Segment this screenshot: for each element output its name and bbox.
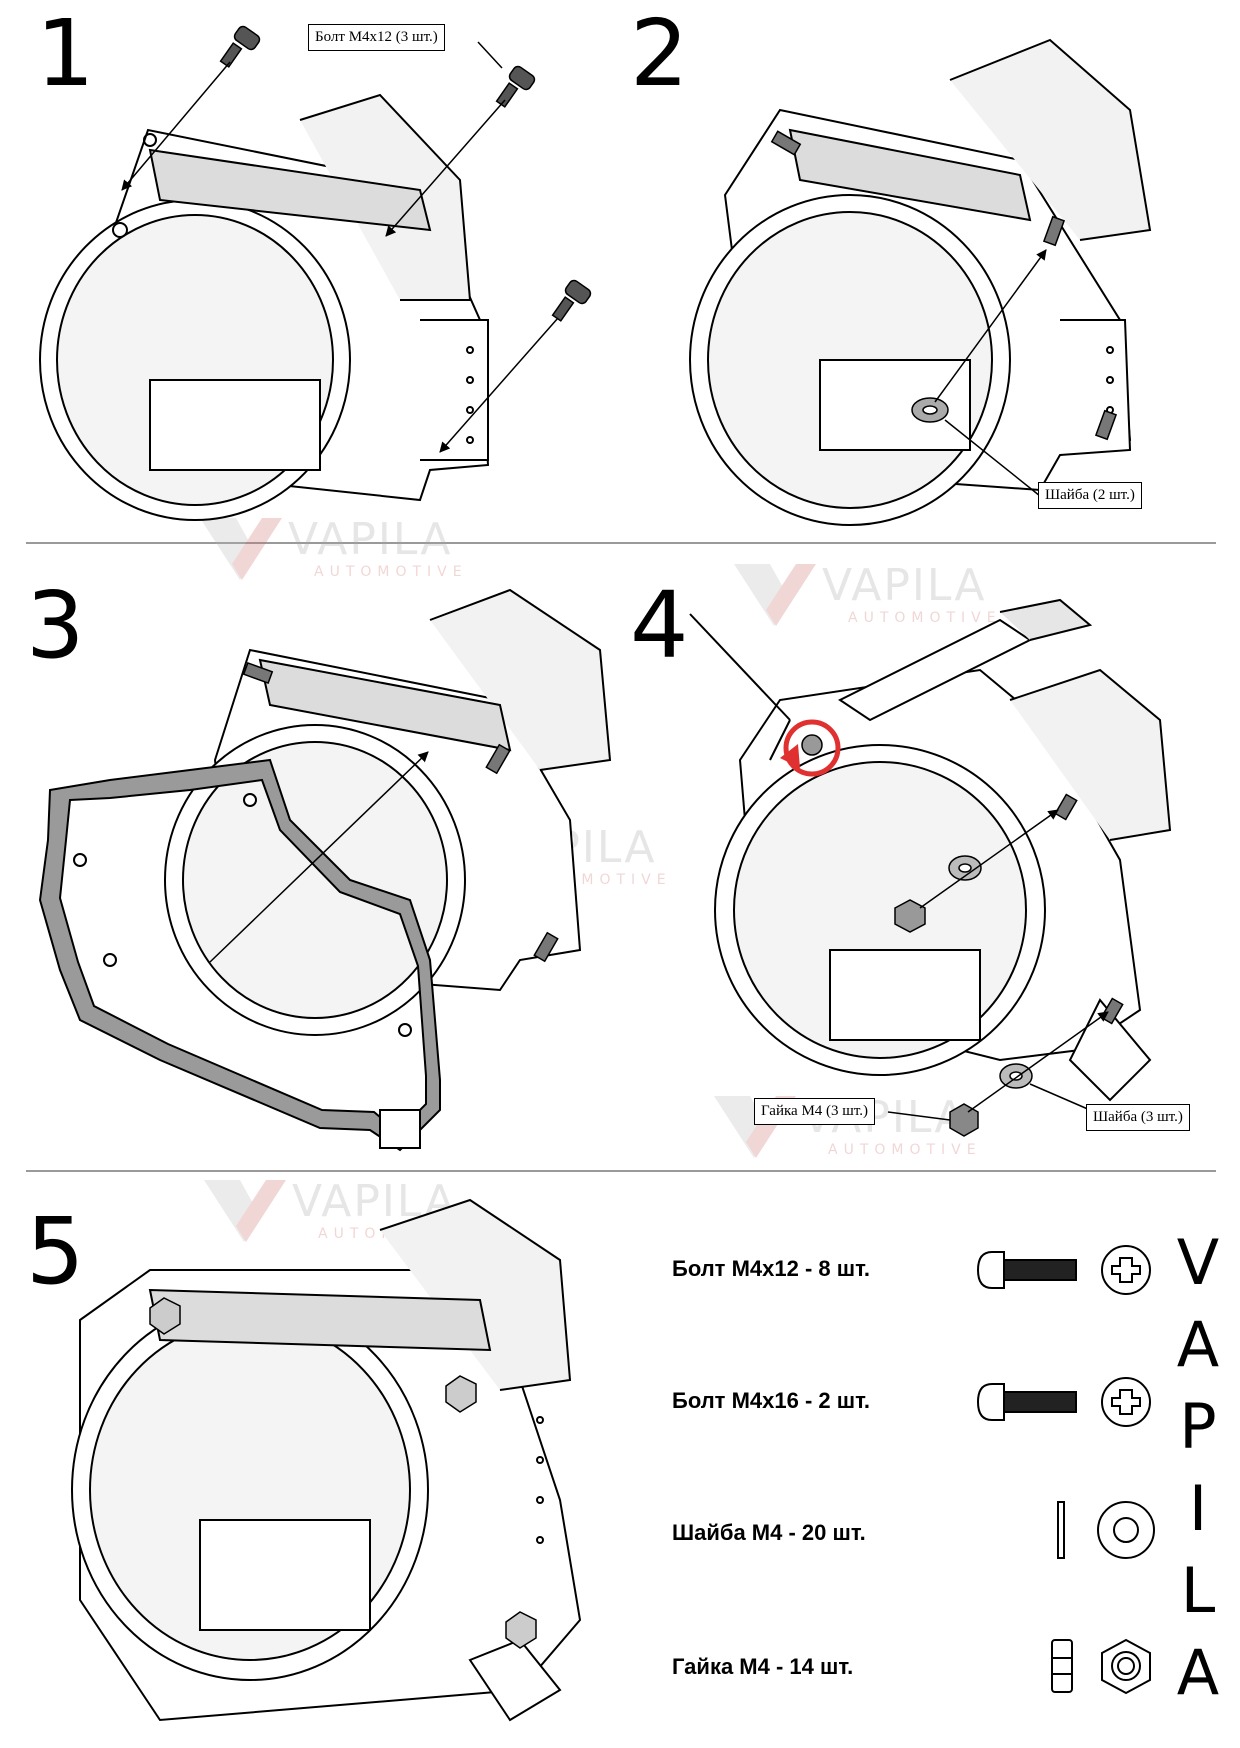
brand-letter: L — [1180, 1554, 1216, 1627]
callout-washer-3: Шайба (3 шт.) — [1086, 1104, 1190, 1131]
step5-projector — [71, 1198, 582, 1722]
step3-gasket — [38, 758, 441, 1152]
step1-projector — [39, 93, 490, 521]
watermark-logo: VAPILA AUTOMOTIVE — [196, 514, 496, 594]
watermark-sub: AUTOMOTIVE — [848, 610, 1002, 626]
watermark-brand: VAPILA — [822, 560, 987, 611]
step1-arrows — [121, 41, 559, 453]
step5-nuts — [149, 1297, 537, 1649]
step-number-1: 1 — [36, 0, 95, 107]
watermark-logo: VAPILA AUTOMOTIVE — [730, 560, 1030, 640]
brand-letter: A — [1176, 1308, 1220, 1381]
step-number-5: 5 — [26, 1198, 85, 1305]
callout-washer-2: Шайба (2 шт.) — [1038, 482, 1142, 509]
step-number-3: 3 — [26, 572, 85, 679]
step1-bolts — [219, 25, 592, 322]
parts-list-item: Гайка М4 - 14 шт. — [672, 1654, 854, 1679]
step-number-4: 4 — [630, 572, 689, 679]
step-number-2: 2 — [630, 0, 689, 107]
section-divider-1 — [26, 542, 1216, 544]
step4-arrows — [887, 809, 1109, 1121]
watermark-sub: AUTOMOTIVE — [314, 564, 468, 580]
step2-studs — [770, 130, 1118, 441]
brand-letter: V — [1176, 1226, 1220, 1299]
rotate-arrow-icon — [780, 719, 841, 777]
step3-projector — [164, 588, 612, 1036]
step4-screwdriver — [689, 598, 1093, 761]
bolt-icon — [976, 1383, 1077, 1421]
brand-letter: P — [1179, 1390, 1217, 1463]
callout-nut-m4: Гайка М4 (3 шт.) — [754, 1098, 876, 1125]
step2-projector — [689, 38, 1152, 526]
watermark-sub: AUTOMOTIVE — [828, 1142, 982, 1158]
parts-list-item: Болт М4х16 - 2 шт. — [672, 1388, 871, 1413]
callout-bolt-m4x12: Болт М4х12 (3 шт.) — [308, 24, 445, 51]
step2-arrows — [934, 249, 1047, 497]
bolt-icon — [976, 1251, 1077, 1289]
watermark-brand: VAPILA — [288, 514, 453, 565]
parts-list-item: Шайба М4 - 20 шт. — [672, 1520, 866, 1545]
phillips-head-icon — [1101, 1245, 1151, 1295]
step2-washer — [911, 397, 949, 423]
step3-studs — [242, 661, 559, 963]
section-divider-2 — [26, 1170, 1216, 1172]
step4-projector — [714, 668, 1172, 1102]
nut-icon — [1051, 1638, 1151, 1695]
phillips-head-icon — [1101, 1377, 1151, 1427]
parts-list-item: Болт М4х12 - 8 шт. — [672, 1256, 871, 1281]
washer-icon — [1057, 1501, 1155, 1559]
brand-letter: A — [1176, 1636, 1220, 1709]
step3-arrow — [209, 751, 429, 963]
brand-letter: I — [1188, 1472, 1208, 1545]
